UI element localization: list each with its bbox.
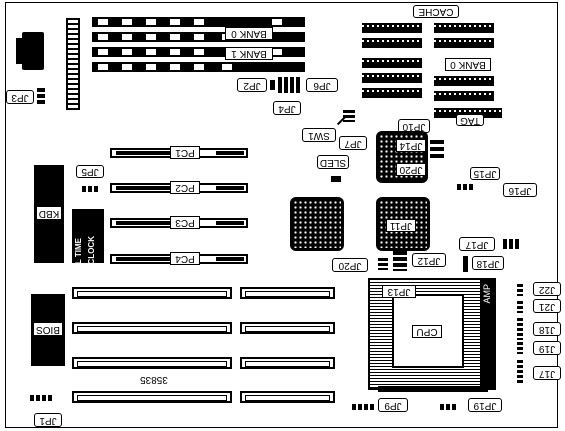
jp9-label: JP9 [378, 398, 408, 412]
cache-sram [362, 23, 422, 33]
jp7-label: JP7 [339, 136, 367, 150]
cache-sram [362, 58, 422, 68]
amp-label: AMP [482, 284, 492, 304]
cache-sram [434, 38, 494, 48]
tag-sram [434, 108, 502, 118]
jp20-pins [378, 258, 388, 270]
cache-sram [434, 91, 494, 101]
jp17-pins [503, 239, 521, 249]
sw1-pins [343, 110, 355, 122]
sled-label: SLED [317, 155, 349, 169]
jp2-pins [270, 80, 275, 90]
jp19-pins [440, 404, 458, 410]
simm-slot-3 [92, 47, 305, 57]
simm-slot-1 [92, 17, 305, 27]
isa-slot-right-4[interactable] [240, 391, 335, 403]
pc3-label: PC3 [170, 216, 200, 229]
chipset-chip [290, 197, 344, 251]
jp18-label: JP18 [472, 256, 504, 270]
sw1-label: SW1 [302, 128, 336, 142]
jp12-pins [393, 251, 407, 271]
jp20-bottom-label: JP20 [332, 258, 368, 272]
power-connector-tab [16, 38, 24, 64]
isa-slot-left-2[interactable] [72, 322, 232, 334]
jp11-label: JP11 [386, 219, 416, 232]
j22-label: J22 [533, 282, 561, 296]
jp3-label: JP3 [6, 90, 34, 104]
cache-sram [434, 76, 494, 86]
j19-pins [517, 342, 523, 354]
j21-pins [517, 301, 523, 313]
power-connector [22, 32, 44, 70]
bank1-label: BANK 1 [225, 47, 273, 60]
j18-label: J18 [533, 322, 561, 336]
jp12-label: JP12 [412, 253, 446, 267]
rtc-label-line2: CLOCK [87, 236, 96, 265]
jp5-pins [82, 186, 98, 192]
board-outline [5, 2, 558, 428]
isa-slot-left-4[interactable] [72, 391, 232, 403]
jp3-pins [37, 88, 45, 104]
jp2-label: JP2 [237, 78, 267, 92]
isa-slot-left-3[interactable] [72, 357, 232, 369]
cache-sram [362, 88, 422, 98]
cpu-socket-base [378, 386, 488, 392]
jp4-jp6-pins [278, 77, 300, 93]
simm-slot-2 [92, 32, 305, 42]
j17-label: J17 [533, 366, 561, 380]
j17-pins [517, 360, 523, 384]
jp1-pins [30, 395, 54, 401]
pc2-label: PC2 [170, 181, 200, 194]
jp20-top-label: JP20 [396, 163, 426, 176]
amp-lever [480, 278, 496, 388]
j19-label: J19 [533, 341, 561, 355]
tag-label: TAG [456, 114, 484, 126]
jp19-label: JP19 [468, 398, 502, 412]
jp9-pins [352, 404, 374, 410]
isa-slot-right-2[interactable] [240, 322, 335, 334]
jp17-label: JP17 [459, 237, 495, 251]
j18-pins [517, 318, 523, 340]
isa-slot-right-3[interactable] [240, 357, 335, 369]
cache-sram [362, 73, 422, 83]
cpu-label: CPU [412, 325, 442, 338]
jp6-label: JP6 [306, 78, 338, 92]
vertical-connector-strip [66, 18, 80, 110]
jp15-label: JP15 [470, 167, 500, 180]
real-time-clock-chip [72, 209, 104, 263]
isa-slot-left-1[interactable] [72, 287, 232, 299]
board-id-text: 35835 [140, 374, 168, 385]
jp14-label: JP14 [396, 139, 426, 152]
pc1-label: PC1 [170, 146, 200, 159]
pc4-label: PC4 [170, 252, 200, 265]
jp4-label: JP4 [273, 101, 301, 115]
sled-pins [331, 176, 341, 182]
jp1-label: JP1 [34, 413, 62, 427]
jp14-pins [430, 140, 444, 160]
simm-slot-4 [92, 62, 305, 72]
bios-label: BIOS [33, 322, 63, 336]
cache-label: CACHE [413, 5, 459, 18]
jp16-pins [457, 184, 475, 190]
cache-bank0-label: BANK 0 [445, 58, 491, 71]
j22-pins [517, 284, 523, 296]
jp18-pins [463, 256, 468, 272]
isa-slot-right-1[interactable] [240, 287, 335, 299]
bank0-label: BANK 0 [225, 27, 273, 40]
jp13-label: JP13 [382, 285, 416, 298]
j21-label: J21 [533, 299, 561, 313]
cache-sram [362, 38, 422, 48]
jp16-label: JP16 [503, 183, 537, 197]
rtc-label-line1: REAL TIME [74, 238, 83, 281]
jp5-label: JP5 [76, 165, 104, 178]
cache-sram [434, 23, 494, 33]
kbd-label: KBD [36, 206, 62, 220]
